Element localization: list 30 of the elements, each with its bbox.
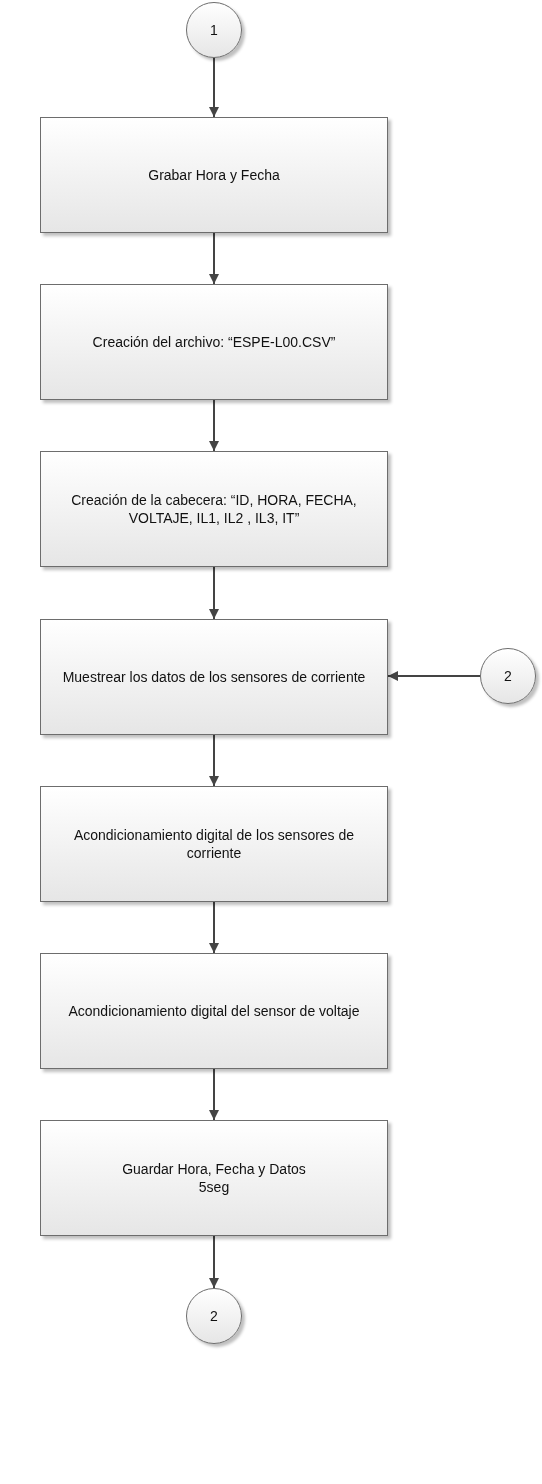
connector-circle (480, 648, 536, 704)
arrow (209, 232, 219, 285)
process-label: Acondicionamiento digital del sensor de voltaje (67, 1001, 361, 1021)
arrow (209, 566, 219, 620)
arrow (209, 734, 219, 787)
process-box (40, 786, 388, 902)
connector-number: 2 (209, 1306, 219, 1326)
process-box (40, 1120, 388, 1236)
arrow (209, 1068, 219, 1121)
arrow (209, 1235, 219, 1289)
process-box (40, 284, 388, 400)
process-box (40, 451, 388, 567)
arrow (209, 901, 219, 954)
arrow (387, 671, 481, 681)
process-label: Muestrear los datos de los sensores de corriente (61, 667, 367, 687)
connector-circle (186, 1288, 242, 1344)
arrow (209, 399, 219, 452)
process-label: Acondicionamiento digital de los sensores de corriente (72, 825, 356, 863)
process-box (40, 619, 388, 735)
process-label: Creación del archivo: “ESPE-L00.CSV” (91, 332, 337, 352)
process-label: Creación de la cabecera: “ID, HORA, FECHA, VOLTAJE, IL1, IL2 , IL3, IT” (70, 490, 358, 528)
connector-number: 1 (209, 20, 219, 40)
process-box (40, 117, 388, 233)
connector-circle (186, 2, 242, 58)
process-label: 5seg (197, 1178, 231, 1197)
connector-number: 2 (503, 666, 513, 686)
process-label: Grabar Hora y Fecha (147, 165, 281, 185)
process-label: Guardar Hora, Fecha y Datos (121, 1159, 307, 1178)
arrow (209, 57, 219, 118)
process-box (40, 953, 388, 1069)
